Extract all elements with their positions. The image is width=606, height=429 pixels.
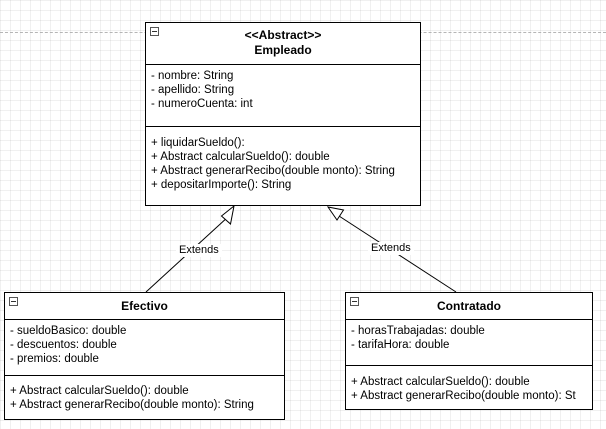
method: + Abstract generarRecibo(double monto): …: [151, 165, 395, 177]
method: + Abstract calcularSueldo(): double: [151, 151, 330, 163]
class-empleado-header: <<Abstract>> Empleado: [146, 23, 420, 65]
class-empleado-attributes: - nombre: String - apellido: String - nu…: [146, 65, 420, 127]
class-efectivo-name: Efectivo: [121, 299, 168, 313]
class-efectivo-methods: + Abstract calcularSueldo(): double + Ab…: [5, 376, 284, 412]
method: + Abstract calcularSueldo(): double: [351, 376, 530, 388]
class-efectivo-header: Efectivo: [5, 293, 284, 320]
method: + depositarImporte(): String: [151, 179, 292, 191]
method: + liquidarSueldo():: [151, 137, 245, 149]
attribute: - premios: double: [10, 353, 99, 365]
class-empleado-methods: + liquidarSueldo(): + Abstract calcularS…: [146, 127, 420, 192]
class-contratado[interactable]: Contratado - horasTrabajadas: double - t…: [345, 292, 593, 410]
method: + Abstract generarRecibo(double monto): …: [351, 390, 576, 402]
attribute: - tarifaHora: double: [351, 339, 450, 351]
attribute: - sueldoBasico: double: [10, 325, 127, 337]
class-contratado-name: Contratado: [437, 299, 501, 313]
collapse-icon[interactable]: [150, 27, 159, 36]
contratado-inheritance-arrowhead: [326, 206, 345, 221]
class-contratado-attributes: - horasTrabajadas: double - tarifaHora: …: [346, 320, 592, 366]
attribute: - apellido: String: [151, 84, 235, 96]
attribute: - numeroCuenta: int: [151, 98, 253, 110]
class-efectivo-attributes: - sueldoBasico: double - descuentos: dou…: [5, 320, 284, 376]
contratado-extends-label: Extends: [368, 242, 414, 255]
method: + Abstract calcularSueldo(): double: [10, 385, 189, 397]
class-empleado[interactable]: <<Abstract>> Empleado - nombre: String -…: [145, 22, 421, 206]
class-contratado-header: Contratado: [346, 293, 592, 320]
attribute: - descuentos: double: [10, 339, 117, 351]
efectivo-extends-label: Extends: [176, 244, 222, 257]
class-empleado-name: Empleado: [254, 43, 312, 57]
class-efectivo[interactable]: Efectivo - sueldoBasico: double - descue…: [4, 292, 285, 420]
collapse-icon[interactable]: [350, 297, 359, 306]
method: + Abstract generarRecibo(double monto): …: [10, 399, 254, 411]
class-contratado-methods: + Abstract calcularSueldo(): double + Ab…: [346, 366, 592, 403]
class-empleado-stereotype: <<Abstract>>: [244, 28, 322, 42]
attribute: - horasTrabajadas: double: [351, 325, 485, 337]
efectivo-inheritance-arrowhead: [220, 204, 235, 225]
attribute: - nombre: String: [151, 70, 234, 82]
collapse-icon[interactable]: [9, 297, 18, 306]
